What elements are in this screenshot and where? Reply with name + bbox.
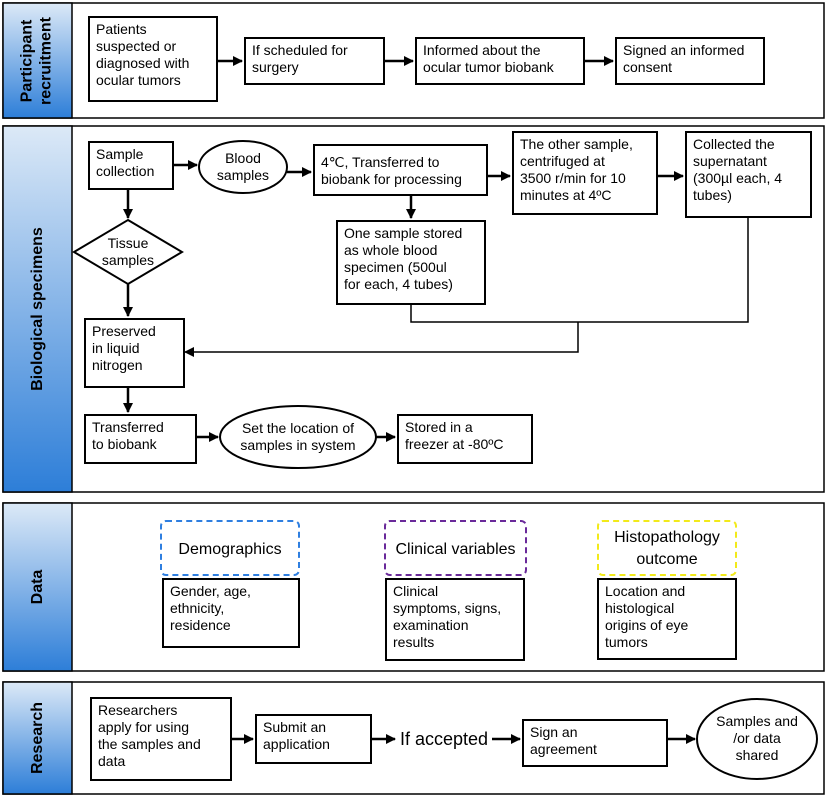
histopathology-box: Location and histological origins of eye… — [597, 578, 737, 660]
shared-label: Samples and /or data shared — [716, 713, 798, 763]
connector-whole-supernatant — [410, 218, 749, 323]
section-label-data: Data — [29, 569, 46, 605]
section-label-participant: Participant recruitment — [18, 16, 55, 106]
histopathology-header: Histopathology outcome — [597, 520, 737, 576]
clinical-box: Clinical symptoms, signs, examination re… — [385, 578, 525, 661]
shared-ellipse — [696, 698, 818, 780]
tissue-samples-label: Tissue samples — [101, 235, 155, 268]
transferred-biobank-box: Transferred to biobank — [84, 414, 197, 464]
clinical-variables-header: Clinical variables — [384, 520, 527, 576]
agreement-box: Sign an agreement — [522, 719, 668, 767]
blood-samples-ellipse — [198, 140, 288, 194]
if-accepted-label: If accepted — [399, 729, 489, 749]
sample-collection-box: Sample collection — [88, 141, 174, 190]
informed-box: Informed about the ocular tumor biobank — [415, 37, 585, 85]
section-biological-bar — [2, 125, 73, 493]
liquid-nitrogen-box: Preserved in liquid nitrogen — [84, 318, 185, 388]
apply-box: Researchers apply for using the samples … — [90, 697, 232, 781]
consent-box: Signed an informed consent — [615, 37, 765, 85]
supernatant-box: Collected the supernatant (300µl each, 4… — [685, 131, 812, 218]
other-sample-box: The other sample, centrifuged at 3500 r/… — [512, 131, 658, 215]
demographics-box: Gender, age, ethnicity, residence — [162, 578, 300, 648]
patients-box: Patients suspected or diagnosed with ocu… — [88, 16, 218, 102]
section-label-research: Research — [29, 701, 46, 775]
arrow-merge-nitrogen — [184, 322, 579, 357]
freezer-box: Stored in a freezer at -80ºC — [397, 414, 533, 464]
section-participant-bar — [2, 2, 73, 119]
scheduled-box: If scheduled for surgery — [244, 37, 385, 85]
submit-box: Submit an application — [255, 714, 372, 764]
set-location-label: Set the location of samples in system — [240, 420, 356, 453]
whole-blood-box: One sample stored as whole blood specime… — [336, 220, 486, 305]
section-data-bar — [2, 502, 73, 672]
demographics-header: Demographics — [160, 520, 300, 576]
transfer-4c-box: 4℃, Transferred to biobank for processin… — [313, 144, 488, 196]
section-label-biological: Biological specimens — [29, 227, 46, 391]
section-research-bar — [2, 681, 73, 795]
blood-samples-label: Blood samples — [216, 150, 270, 183]
